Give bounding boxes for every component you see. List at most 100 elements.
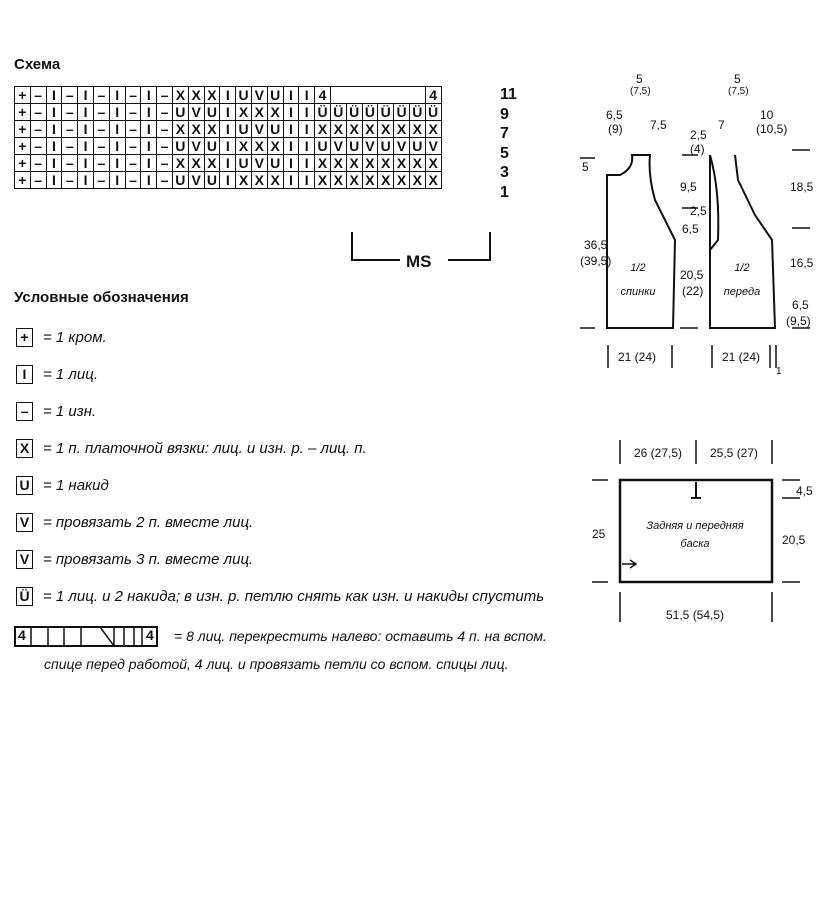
legend-item: V= провязать 3 п. вместе лиц. [16,548,253,570]
chart-cell: – [29,86,47,104]
chart-cell [330,86,347,104]
chart-cell: V [187,171,205,189]
chart-cell: V [424,137,442,155]
chart-cell: U [203,137,221,155]
cable-start: 4 [18,627,26,643]
chart-cell: I [45,154,63,172]
row-number: 7 [500,125,509,143]
chart-cell: – [124,171,142,189]
legend-symbol: + [16,327,33,347]
chart-cell: I [108,86,126,104]
chart-cell: V [250,120,268,138]
chart-cell: U [266,154,284,172]
chart-cell: Ü [377,103,395,121]
chart-cell: V [250,86,268,104]
chart-cell: U [235,86,252,104]
chart-cell: I [45,171,63,189]
dim-95: 9,5 [680,180,697,194]
legend-symbol: – [16,401,33,421]
chart-cell: X [361,120,379,138]
chart-cell: I [45,120,63,138]
dim-y205: 20,5 [782,533,806,547]
chart-cell: X [408,154,426,172]
chart-cell: I [77,86,94,104]
chart-cell: – [156,120,173,138]
chart-cell: X [393,154,410,172]
chart-cell: – [92,154,110,172]
dim-r185: 18,5 [790,180,814,194]
chart-cell: U [377,137,395,155]
chart-cell: I [45,103,63,121]
dim-25a: 2,5 [690,128,707,142]
chart-cell: X [266,137,284,155]
chart-cell: X [329,154,347,172]
chart-cell: U [408,137,426,155]
chart-cell: X [329,171,347,189]
chart-cell: X [393,171,410,189]
chart-cell: X [377,171,395,189]
chart-cell: X [171,154,189,172]
chart-cell: – [92,171,110,189]
dim-top-75: (7,5) [630,86,651,97]
legend-symbol: V [16,512,33,532]
chart-cell: I [282,137,300,155]
chart-cell: I [282,154,300,172]
front-label-2: переда [723,286,761,298]
chart-cell: X [203,86,221,104]
dim-w21a: 21 (24) [618,350,657,364]
chart-cell: – [124,103,142,121]
chart-cell: – [61,171,79,189]
chart-cell: I [140,171,158,189]
chart-cell: X [235,171,252,189]
dim-left-5: 5 [582,160,589,174]
chart-cell: X [235,137,252,155]
chart-cell: I [298,86,316,104]
legend-symbol: I [16,364,33,384]
legend-text: = 1 накид [43,476,109,494]
chart-cell: X [203,120,221,138]
chart-cell: I [108,154,126,172]
chart-cell: – [156,154,173,172]
dim-w21b: 21 (24) [722,350,761,364]
chart-cell: X [361,171,379,189]
chart-cell: U [235,120,252,138]
dim-7: 7 [718,118,725,132]
chart-cell: Ü [393,103,410,121]
chart-cell: X [345,120,363,138]
chart-cell: – [124,137,142,155]
dim-25b: 2,5 [690,204,707,218]
chart-cell: V [250,154,268,172]
chart-cell [393,86,410,104]
chart-cell: + [14,103,31,121]
chart-cell: U [235,154,252,172]
chart-cell: – [156,103,173,121]
chart-cell: X [187,86,205,104]
dim-4: (4) [690,142,705,156]
dim-w1: 1 [776,366,782,377]
chart-cell: X [424,154,442,172]
chart-cell [377,86,394,104]
chart-cell: 4 [314,86,331,104]
cable-symbol [14,626,160,653]
legend-item: U= 1 накид [16,474,109,496]
chart-cell: Ü [345,103,363,121]
chart-cell: I [77,120,94,138]
chart-cell: U [314,137,331,155]
chart-cell: I [219,171,237,189]
chart-cell: X [187,154,205,172]
chart-cell: I [77,154,94,172]
legend-text: = 1 лиц. [43,365,98,383]
chart-cell: – [29,103,47,121]
chart-cell: X [266,103,284,121]
chart-cell: I [219,154,237,172]
yoke-label-1: Задняя и передняя [646,520,744,532]
chart-cell: X [424,171,442,189]
chart-cell: X [203,154,221,172]
chart-cell: I [219,137,237,155]
chart-cell: U [171,103,189,121]
chart-cell: – [124,86,142,104]
dim-r65: 6,5 [792,298,809,312]
chart-cell [409,86,426,104]
row-number: 11 [500,86,517,103]
